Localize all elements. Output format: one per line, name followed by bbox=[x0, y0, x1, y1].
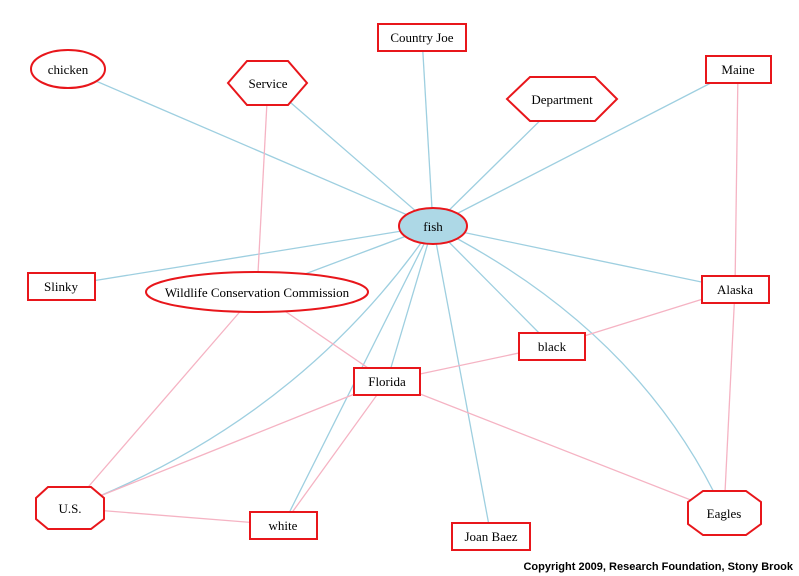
node-black-shape bbox=[518, 332, 586, 361]
edge-florida-us bbox=[69, 380, 388, 509]
node-maine-label: Maine bbox=[721, 62, 754, 77]
node-florida-shape bbox=[353, 367, 421, 396]
node-country-joe-label: Country Joe bbox=[390, 30, 453, 45]
edge-fish-slinky bbox=[60, 225, 434, 287]
node-slinky[interactable]: Slinky bbox=[27, 272, 96, 301]
node-eagles[interactable]: Eagles bbox=[687, 490, 762, 536]
node-white[interactable]: white bbox=[249, 511, 318, 540]
node-slinky-shape bbox=[27, 272, 96, 301]
node-us-shape bbox=[35, 486, 105, 530]
node-joan-baez[interactable]: Joan Baez bbox=[451, 522, 531, 551]
node-service-label: Service bbox=[249, 76, 288, 91]
node-layer: fish chicken Service Country Joe Departm… bbox=[27, 23, 772, 551]
edge-fish-chicken bbox=[67, 68, 434, 227]
edge-maine-alaska bbox=[734, 68, 739, 290]
node-fish-label: fish bbox=[423, 219, 443, 234]
node-department-shape bbox=[505, 76, 619, 122]
copyright-notice: Copyright 2009, Research Foundation, Sto… bbox=[523, 561, 793, 573]
edge-alaska-eagles bbox=[723, 288, 736, 514]
node-service[interactable]: Service bbox=[226, 60, 309, 106]
edge-florida-white bbox=[282, 380, 388, 526]
node-maine-shape bbox=[705, 55, 772, 84]
edge-fish-service bbox=[267, 82, 434, 227]
node-alaska-label: Alaska bbox=[717, 282, 753, 297]
edge-fish-eagles bbox=[432, 225, 725, 514]
node-chicken[interactable]: chicken bbox=[30, 49, 106, 89]
node-black[interactable]: black bbox=[518, 332, 586, 361]
node-department-label: Department bbox=[531, 92, 593, 107]
node-eagles-shape bbox=[687, 490, 762, 536]
node-fish-shape bbox=[398, 207, 468, 245]
node-alaska-shape bbox=[701, 275, 770, 304]
edge-florida-eagles bbox=[386, 380, 725, 514]
edge-fish-black bbox=[432, 225, 553, 347]
node-alaska[interactable]: Alaska bbox=[701, 275, 770, 304]
node-country-joe[interactable]: Country Joe bbox=[377, 23, 467, 52]
node-eagles-label: Eagles bbox=[707, 506, 742, 521]
node-service-shape bbox=[226, 60, 309, 106]
edge-wildlife-us bbox=[69, 291, 258, 509]
node-wildlife-shape bbox=[145, 271, 369, 313]
node-wildlife[interactable]: Wildlife Conservation Commission bbox=[145, 271, 369, 313]
edge-fish-country-joe bbox=[421, 36, 434, 227]
edge-fish-us bbox=[69, 225, 434, 509]
node-joan-baez-label: Joan Baez bbox=[464, 529, 517, 544]
node-maine[interactable]: Maine bbox=[705, 55, 772, 84]
edge-fish-joan-baez bbox=[432, 225, 492, 537]
node-florida[interactable]: Florida bbox=[353, 367, 421, 396]
edge-service-wildlife bbox=[256, 82, 269, 293]
edge-layer bbox=[60, 36, 739, 537]
node-department[interactable]: Department bbox=[505, 76, 619, 122]
node-country-joe-shape bbox=[377, 23, 467, 52]
node-black-label: black bbox=[538, 339, 567, 354]
node-chicken-shape bbox=[30, 49, 106, 89]
node-white-label: white bbox=[269, 518, 298, 533]
node-us[interactable]: U.S. bbox=[35, 486, 105, 530]
node-florida-label: Florida bbox=[368, 374, 406, 389]
node-fish[interactable]: fish bbox=[398, 207, 468, 245]
node-white-shape bbox=[249, 511, 318, 540]
edge-fish-florida bbox=[386, 225, 434, 382]
edge-fish-alaska bbox=[432, 225, 736, 290]
node-us-label: U.S. bbox=[58, 501, 81, 516]
node-slinky-label: Slinky bbox=[44, 279, 78, 294]
node-joan-baez-shape bbox=[451, 522, 531, 551]
node-wildlife-label: Wildlife Conservation Commission bbox=[165, 285, 350, 300]
edge-fish-maine bbox=[432, 68, 739, 227]
edge-us-white bbox=[69, 507, 284, 526]
node-chicken-label: chicken bbox=[48, 62, 89, 77]
